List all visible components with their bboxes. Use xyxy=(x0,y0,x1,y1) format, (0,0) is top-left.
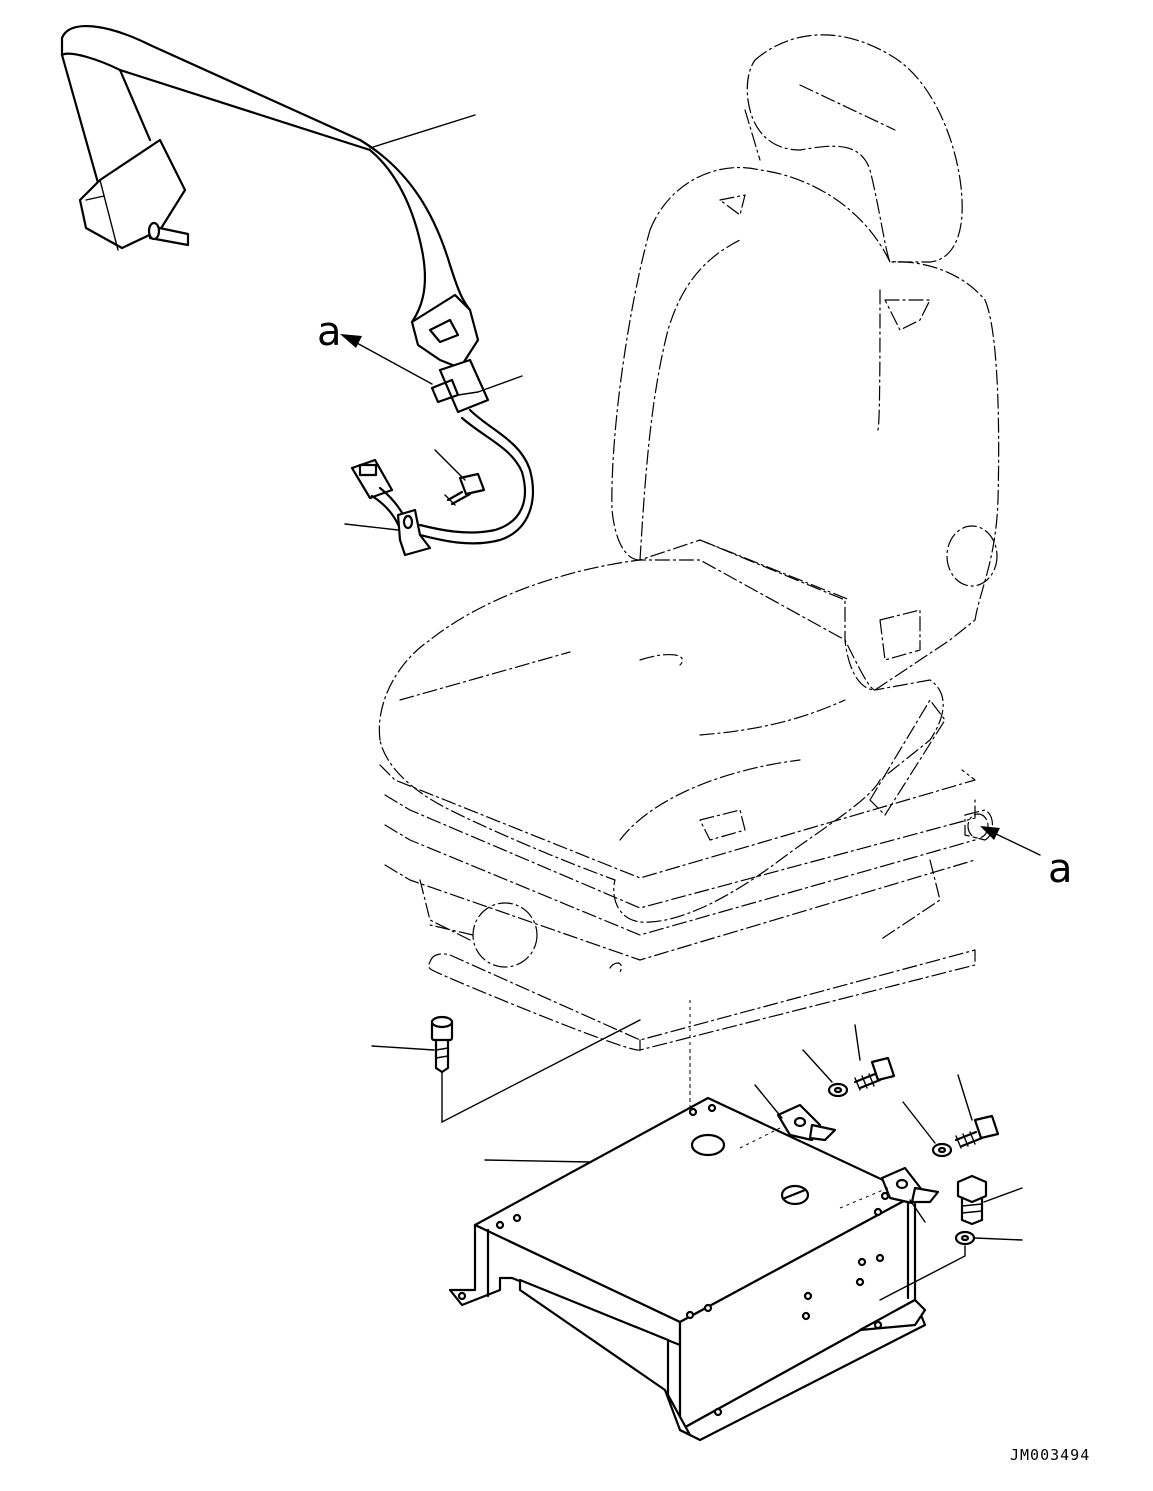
drawing-code: JM003494 xyxy=(1010,1446,1090,1464)
seat-belt xyxy=(60,25,534,557)
callout-upper: a xyxy=(317,309,433,385)
cap-screw-left xyxy=(371,1015,641,1124)
leader-hex-bolt xyxy=(983,1187,1023,1203)
seat-mount-bracket xyxy=(448,1096,927,1442)
cable-clamp xyxy=(396,508,432,557)
bracket-foot-front xyxy=(678,1298,927,1442)
callout-lower: a xyxy=(980,826,1073,892)
washer-1 xyxy=(802,1049,849,1098)
leader-belt xyxy=(369,114,476,149)
slide-rail xyxy=(428,949,976,1051)
backrest xyxy=(611,166,1000,691)
clip-1 xyxy=(739,1084,837,1149)
belt-mount-bolt xyxy=(444,472,486,506)
seat-phantom xyxy=(378,34,1000,1300)
clip-2 xyxy=(839,1166,940,1223)
leader-bolt xyxy=(434,449,466,481)
headrest xyxy=(746,34,963,263)
suspension-layer-1 xyxy=(379,764,976,879)
belt-left-drop xyxy=(60,53,152,192)
armrest-knob xyxy=(946,525,998,587)
leader-bracket xyxy=(484,1159,591,1163)
belt-latch-plate xyxy=(410,293,480,370)
seat-cushion xyxy=(378,559,944,923)
leader-latch xyxy=(477,375,523,393)
belt-buckle-housing xyxy=(78,138,187,250)
callout-label-a-upper: a xyxy=(317,309,342,355)
washer-2 xyxy=(902,1101,953,1158)
leader-clamp xyxy=(344,523,399,531)
callout-label-a-lower: a xyxy=(1048,846,1073,892)
belt-switch-cable xyxy=(418,408,534,545)
bolt-1 xyxy=(853,1024,896,1091)
washer-3 xyxy=(879,1230,1023,1301)
bracket-center-hole xyxy=(690,1133,726,1157)
bolt-2 xyxy=(954,1074,1000,1149)
belt-strap-outer xyxy=(60,25,472,312)
hex-bolt-right xyxy=(956,1174,1023,1226)
belt-strap-inner xyxy=(60,36,426,324)
leader-cap-screw xyxy=(371,1045,435,1051)
suspension-layer-3 xyxy=(384,824,976,936)
